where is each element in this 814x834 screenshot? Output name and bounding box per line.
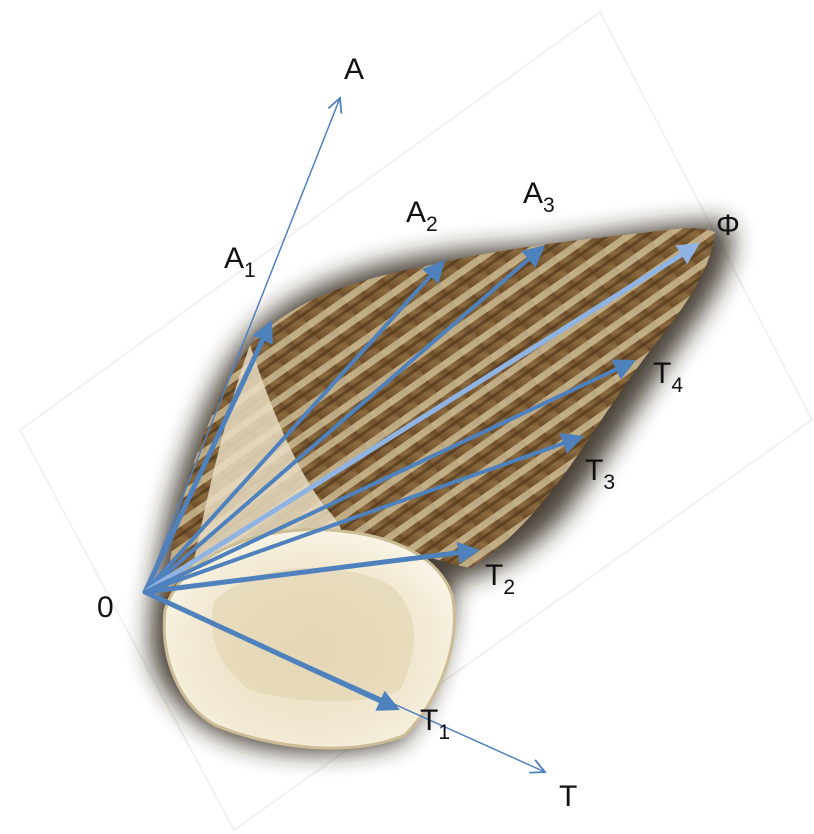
label-A3-sub: 3 [543,194,555,217]
label-A3: A3 [523,177,555,217]
label-A1: A1 [224,242,256,282]
label-T2-base: T [485,559,503,592]
label-A2-base: A [406,196,426,229]
label-T4-sub: 4 [671,374,683,397]
label-A2-sub: 2 [426,213,438,236]
label-T1-base: T [420,704,438,737]
label-A1-sub: 1 [244,259,256,282]
label-A3-base: A [523,177,543,210]
label-T4-base: T [653,357,671,390]
label-A2: A2 [406,196,438,236]
label-origin: 0 [97,591,114,624]
label-T: T [559,780,577,813]
label-T3-sub: 3 [603,471,615,494]
label-T4: T4 [653,357,683,397]
label-T3: T3 [585,454,615,494]
label-A1-base: A [224,242,244,275]
label-T2: T2 [485,559,515,599]
label-T1-sub: 1 [438,721,450,744]
label-phi: Φ [716,209,740,242]
label-T3-base: T [585,454,603,487]
label-A: A [344,53,364,86]
label-T2-sub: 2 [503,576,515,599]
label-T1: T1 [420,704,450,744]
